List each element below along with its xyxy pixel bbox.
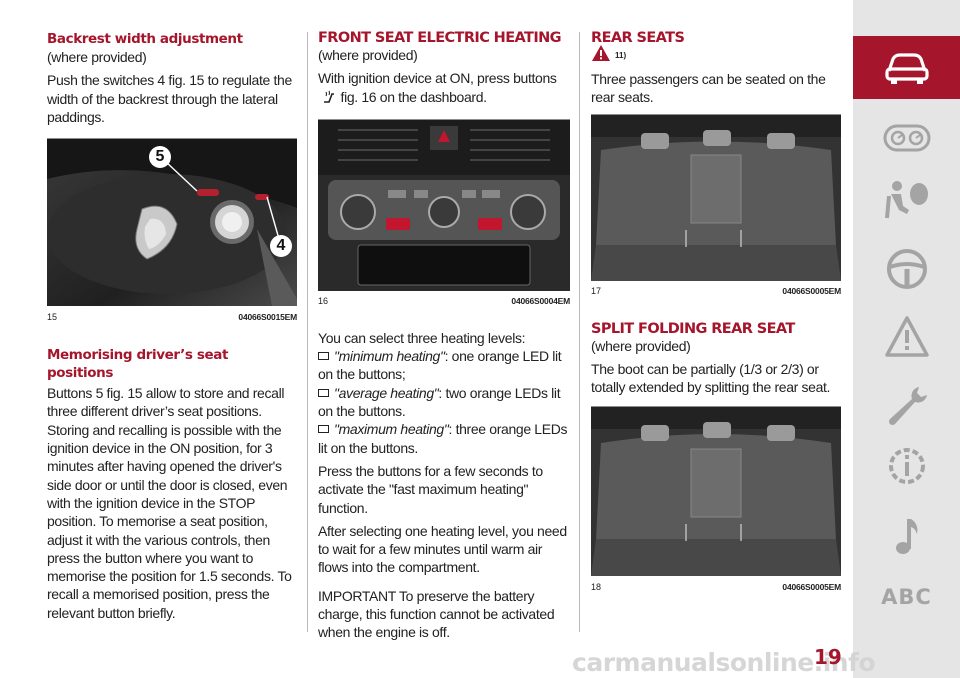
steering-wheel-icon[interactable]	[883, 247, 931, 291]
bullet-icon	[318, 388, 329, 397]
heading-split-folding: SPLIT FOLDING REAR SEAT	[591, 320, 795, 337]
figure-17-caption: 17 04066S0005EM	[591, 281, 841, 299]
section-title-memorising: Memorising driver’s seat positions	[47, 347, 229, 382]
figure-15: 5 4 15 04066S0015EM	[47, 138, 297, 324]
rear-seats-photo	[591, 114, 841, 281]
music-note-icon[interactable]	[883, 514, 931, 558]
wrench-icon[interactable]	[883, 383, 931, 427]
airbag-passenger-icon[interactable]	[883, 178, 931, 222]
callout-4: 4	[270, 235, 292, 258]
car-icon[interactable]	[883, 45, 931, 89]
heading-front-seat-heating: FRONT SEAT ELECTRIC HEATING	[318, 30, 562, 46]
figure-code: 04066S0004EM	[511, 296, 570, 307]
figure-15-caption: 15 04066S0015EM	[47, 306, 297, 324]
backrest-width-text: Push the switches 4 fig. 15 to regulate …	[47, 72, 292, 125]
level-maximum: "maximum heating": three orange LEDs lit…	[318, 421, 568, 456]
fast-heating-text: Press the buttons for a few seconds to a…	[318, 462, 543, 516]
sidebar-item-abc[interactable]: ABC	[881, 585, 932, 609]
wait-text: After selecting one heating level, you n…	[318, 522, 567, 576]
chapter-sidebar: ABC	[853, 0, 960, 678]
warning-triangle-icon	[591, 44, 611, 67]
figure-number: 16	[318, 296, 329, 307]
bullet-icon	[318, 352, 329, 361]
callout-5: 5	[149, 146, 171, 169]
instrument-panel-icon[interactable]	[883, 116, 931, 160]
technical-data-icon[interactable]	[883, 444, 931, 488]
warning-triangle-icon[interactable]	[883, 315, 931, 359]
figure-code: 04066S0005EM	[782, 286, 841, 297]
column-divider	[307, 32, 308, 632]
figure-17: 17 04066S0005EM	[591, 113, 841, 299]
column-right: REAR SEATS 11) Three passengers can be s…	[591, 30, 841, 594]
figure-number: 18	[591, 581, 602, 592]
section-title-backrest-width: Backrest width adjustment	[47, 31, 243, 47]
level-minimum: "minimum heating": one orange LED lit on…	[318, 348, 562, 383]
figure-code: 04066S0015EM	[238, 311, 297, 322]
rear-seats-text: Three passengers can be seated on the re…	[591, 71, 826, 106]
levels-intro: You can select three heating levels:	[318, 329, 526, 346]
heating-intro-text: With ignition device at ON, press button…	[318, 70, 557, 105]
page-number: 19	[814, 645, 842, 669]
where-provided-note: (where provided)	[591, 337, 691, 354]
figure-number: 17	[591, 286, 602, 297]
level-average: "average heating": two orange LEDs lit o…	[318, 384, 561, 420]
figure-number: 15	[47, 311, 58, 322]
column-divider	[579, 32, 580, 632]
heading-rear-seats: REAR SEATS	[591, 30, 685, 46]
figure-18: 18 04066S0005EM	[591, 406, 841, 594]
column-left: Backrest width adjustment (where provide…	[47, 30, 297, 622]
where-provided-note: (where provided)	[318, 47, 418, 63]
bullet-icon	[318, 425, 329, 434]
figure-18-caption: 18 04066S0005EM	[591, 576, 841, 594]
where-provided-note: (where provided)	[47, 49, 147, 65]
figure-code: 04066S0005EM	[782, 581, 841, 592]
rear-seats-photo-2	[591, 407, 841, 577]
split-folding-text: The boot can be partially (1/3 or 2/3) o…	[591, 360, 831, 396]
climate-panel-photo	[318, 119, 570, 291]
figure-16-caption: 16 04066S0004EM	[318, 291, 570, 309]
seat-controls-photo: 5 4	[47, 139, 297, 307]
seat-heating-icon	[321, 90, 337, 104]
figure-16: 16 04066S0004EM	[318, 118, 570, 309]
important-note: IMPORTANT To preserve the battery charge…	[318, 587, 555, 641]
column-middle: FRONT SEAT ELECTRIC HEATING (where provi…	[318, 30, 570, 642]
watermark: carmanualsonline.info	[572, 648, 876, 677]
warning-reference: 11)	[591, 44, 841, 67]
memorising-text: Buttons 5 fig. 15 allow to store and rec…	[47, 385, 292, 621]
